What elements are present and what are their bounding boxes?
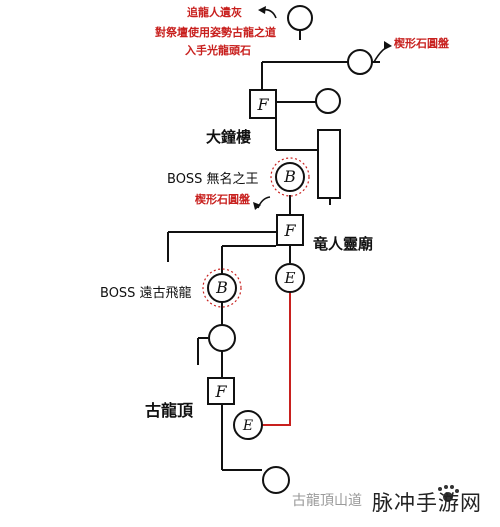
note-ashes: 追龍人遺灰 (187, 6, 242, 19)
area-label-bell-tower: 大鐘樓 (206, 128, 252, 146)
boss-marker: B (215, 278, 228, 297)
area-label-peak: 古龍頂 (145, 401, 194, 420)
room-circle (208, 324, 236, 352)
note-stone: 入手光龍頭石 (185, 44, 251, 57)
exit-circle (275, 263, 305, 293)
paw-icon (438, 485, 459, 502)
boss-aura (270, 157, 310, 197)
bonfire-marker: F (283, 221, 296, 240)
room-circle (315, 88, 341, 114)
watermark: 脉冲手游网 (372, 491, 482, 515)
bonfire-box (249, 89, 277, 119)
exit-marker: E (242, 418, 253, 434)
area-label-mountain-path: 古龍頂山道 (292, 493, 362, 509)
bonfire-marker: F (256, 95, 269, 114)
boss-label-nameless-king: BOSS 無名之王 (167, 172, 259, 187)
bonfire-box (276, 214, 304, 246)
boss-label-ancient-wyvern: BOSS 遠古飛龍 (100, 286, 192, 301)
route-to-exit (262, 292, 291, 426)
room-circle (262, 466, 290, 494)
boss-marker: B (283, 167, 296, 186)
area-label-temple: 竜人靈廟 (313, 235, 374, 253)
note-altar: 對祭壇使用姿勢古龍之道 (155, 26, 276, 39)
bonfire-marker: F (214, 382, 227, 401)
arrowhead-icon (253, 202, 261, 210)
exit-marker: E (284, 269, 296, 287)
note-disc-lower: 楔形石圓盤 (195, 193, 250, 206)
room-circle (347, 49, 373, 75)
bonfire-box (207, 377, 235, 405)
boss-ring (275, 162, 305, 192)
arrow-curve-icon (257, 196, 271, 209)
arrowhead-icon (258, 6, 266, 14)
exit-circle (233, 410, 263, 440)
arrowhead-icon (384, 41, 392, 50)
arrow-curve-icon (373, 45, 391, 63)
boss-ring (207, 273, 237, 303)
note-disc-upper: 楔形石圓盤 (394, 37, 449, 50)
boss-aura (202, 268, 242, 308)
room-rect (317, 129, 341, 199)
room-circle (287, 5, 313, 31)
